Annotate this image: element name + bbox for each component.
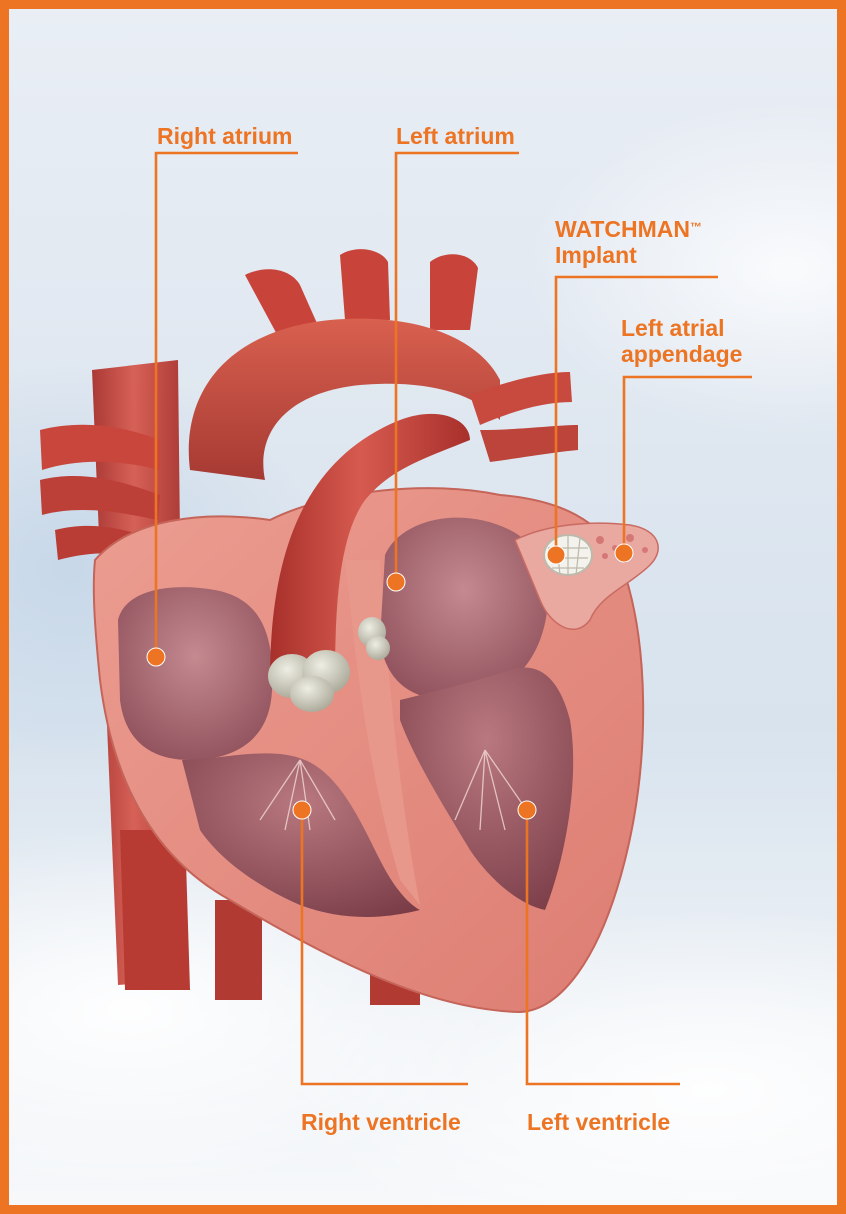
trademark-symbol: ™ bbox=[690, 220, 702, 234]
label-watchman: WATCHMAN™ Implant bbox=[555, 216, 702, 268]
leader-left-atrial-appendage bbox=[624, 377, 752, 552]
dot-watchman bbox=[547, 546, 565, 564]
label-left-ventricle: Left ventricle bbox=[527, 1109, 670, 1135]
label-right-atrium: Right atrium bbox=[157, 123, 292, 149]
dot-left-atrial-appendage bbox=[615, 544, 633, 562]
dot-left-ventricle bbox=[518, 801, 536, 819]
label-left-atrium: Left atrium bbox=[396, 123, 515, 149]
right-atrium-chamber bbox=[118, 587, 272, 760]
label-left-atrial-appendage: Left atrial appendage bbox=[621, 315, 742, 367]
label-laa-line1: Left atrial bbox=[621, 315, 742, 341]
label-watchman-line1: WATCHMAN bbox=[555, 216, 690, 242]
label-laa-line2: appendage bbox=[621, 341, 742, 367]
heart-illustration bbox=[9, 9, 837, 1205]
dot-left-atrium bbox=[387, 573, 405, 591]
dot-right-ventricle bbox=[293, 801, 311, 819]
dot-right-atrium bbox=[147, 648, 165, 666]
label-watchman-line2: Implant bbox=[555, 242, 702, 268]
label-right-ventricle: Right ventricle bbox=[301, 1109, 461, 1135]
